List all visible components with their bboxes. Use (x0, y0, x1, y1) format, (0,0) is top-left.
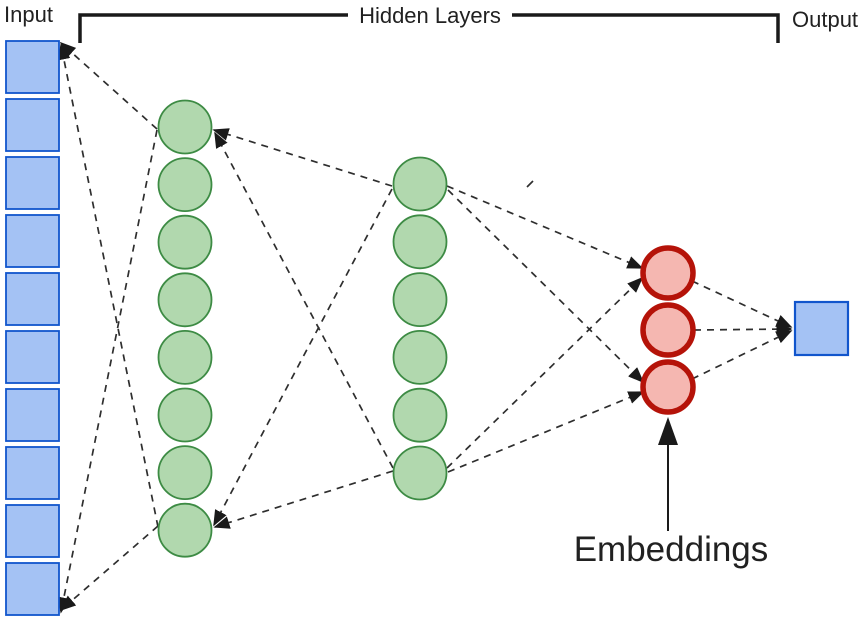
hidden-layer-1-node-4 (157, 272, 213, 328)
input-layer-node-5 (5, 272, 60, 326)
hidden-layers-bracket (78, 13, 780, 43)
embeddings-label: Embeddings (574, 530, 769, 569)
connector-line-14 (693, 322, 793, 336)
hidden-layer-2-node-2 (392, 214, 448, 270)
hidden-layer-2-node-1 (392, 156, 448, 212)
hidden-layer-1-node-1 (157, 99, 213, 155)
hidden-layer-1-node-7 (157, 445, 213, 501)
hidden-layer-1-node-6 (157, 387, 213, 443)
input-layer-node-10 (5, 562, 60, 616)
embeddings-arrowhead (658, 417, 678, 445)
input-layer-node-3 (5, 156, 60, 210)
connector-line-11 (446, 276, 644, 469)
hidden-layer-1-node-3 (157, 214, 213, 270)
hidden-layer-2-node-6 (392, 445, 448, 501)
connector-line-10 (447, 189, 645, 384)
connector-lines (57, 41, 793, 614)
input-layer-node-2 (5, 98, 60, 152)
network-nodes (5, 40, 850, 616)
hidden-layer-1-node-5 (157, 329, 213, 385)
connector-line-9 (446, 185, 644, 269)
hidden-layer-1-node-2 (157, 157, 213, 213)
connector-line-8 (213, 470, 394, 529)
input-label: Input (4, 2, 53, 27)
hidden-layer-2-node-3 (392, 272, 448, 328)
connector-line-2 (57, 43, 159, 528)
hidden-layer-1-node-8 (157, 502, 213, 558)
input-layer-node-4 (5, 214, 60, 268)
hidden-layers-bracket-path (78, 13, 780, 43)
connector-line-6 (214, 131, 394, 469)
embedding-layer-node-3 (640, 359, 696, 415)
input-layer-node-9 (5, 504, 60, 558)
embedding-layer-node-1 (640, 245, 696, 301)
input-layer-node-6 (5, 330, 60, 384)
hidden-layers-label: Hidden Layers (359, 3, 501, 28)
connector-line-1 (59, 41, 158, 130)
embeddings-arrow (658, 417, 678, 531)
embedding-layer-node-2 (640, 302, 696, 358)
stray-dash-mark (526, 180, 534, 188)
connector-line-7 (213, 188, 393, 527)
input-layer-node-7 (5, 388, 60, 442)
connector-line-4 (59, 525, 159, 612)
connector-line-15 (691, 330, 793, 380)
connector-line-5 (212, 128, 393, 187)
hidden-layer-2-node-4 (392, 329, 448, 385)
input-layer-node-8 (5, 446, 60, 500)
connector-line-12 (447, 391, 645, 473)
connector-line-3 (57, 129, 158, 614)
hidden-layer-2-node-5 (392, 387, 448, 443)
output-label: Output (792, 7, 858, 32)
connector-line-13 (691, 280, 793, 328)
input-layer-node-1 (5, 40, 60, 94)
output-layer-node-1 (793, 300, 850, 357)
